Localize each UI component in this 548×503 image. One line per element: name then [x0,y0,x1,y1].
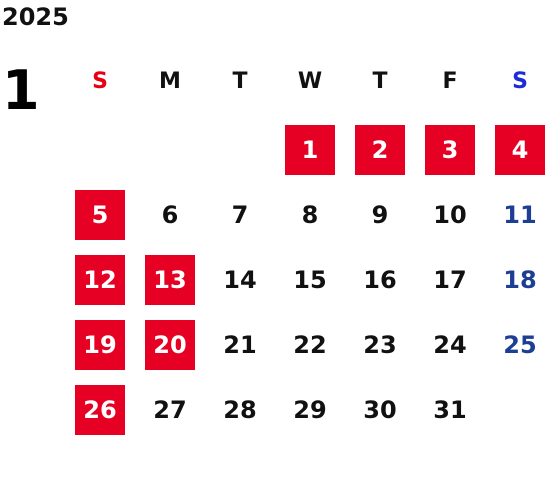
date-cell: 14 [223,266,257,294]
month-label: 1 [2,59,40,122]
weekday-wednesday: W [297,68,323,94]
holiday-date-cell: 4 [495,125,545,175]
date-cell: 31 [433,396,467,424]
holiday-date-cell: 3 [425,125,475,175]
date-cell: 6 [161,201,179,229]
holiday-date-cell: 5 [75,190,125,240]
holiday-date-cell: 19 [75,320,125,370]
year-label: 2025 [2,3,69,31]
holiday-date-cell: 26 [75,385,125,435]
weekday-saturday: S [512,68,528,94]
date-cell: 25 [503,331,537,359]
date-cell: 9 [371,201,389,229]
weekday-monday: M [159,68,181,94]
date-cell: 27 [153,396,187,424]
date-cell: 28 [223,396,257,424]
date-cell: 17 [433,266,467,294]
date-cell: 8 [301,201,319,229]
weekday-header-row: S M T W T F S [75,64,547,98]
date-cell: 11 [503,201,537,229]
holiday-date-cell: 20 [145,320,195,370]
empty-cell [145,125,195,175]
weekday-friday: F [442,68,458,94]
weekday-sunday: S [92,68,108,94]
date-cell: 23 [363,331,397,359]
date-cell: 16 [363,266,397,294]
holiday-date-cell: 13 [145,255,195,305]
holiday-date-cell: 1 [285,125,335,175]
holiday-date-cell: 12 [75,255,125,305]
date-cell: 22 [293,331,327,359]
date-cell: 29 [293,396,327,424]
date-cell: 7 [231,201,249,229]
weekday-tuesday: T [232,68,248,94]
date-cell: 18 [503,266,537,294]
weekday-thursday: T [372,68,388,94]
holiday-date-cell: 2 [355,125,405,175]
date-cell: 30 [363,396,397,424]
empty-cell [215,125,265,175]
date-cell: 24 [433,331,467,359]
empty-cell [75,125,125,175]
date-cell: 15 [293,266,327,294]
date-cell: 21 [223,331,257,359]
date-cell: 10 [433,201,467,229]
